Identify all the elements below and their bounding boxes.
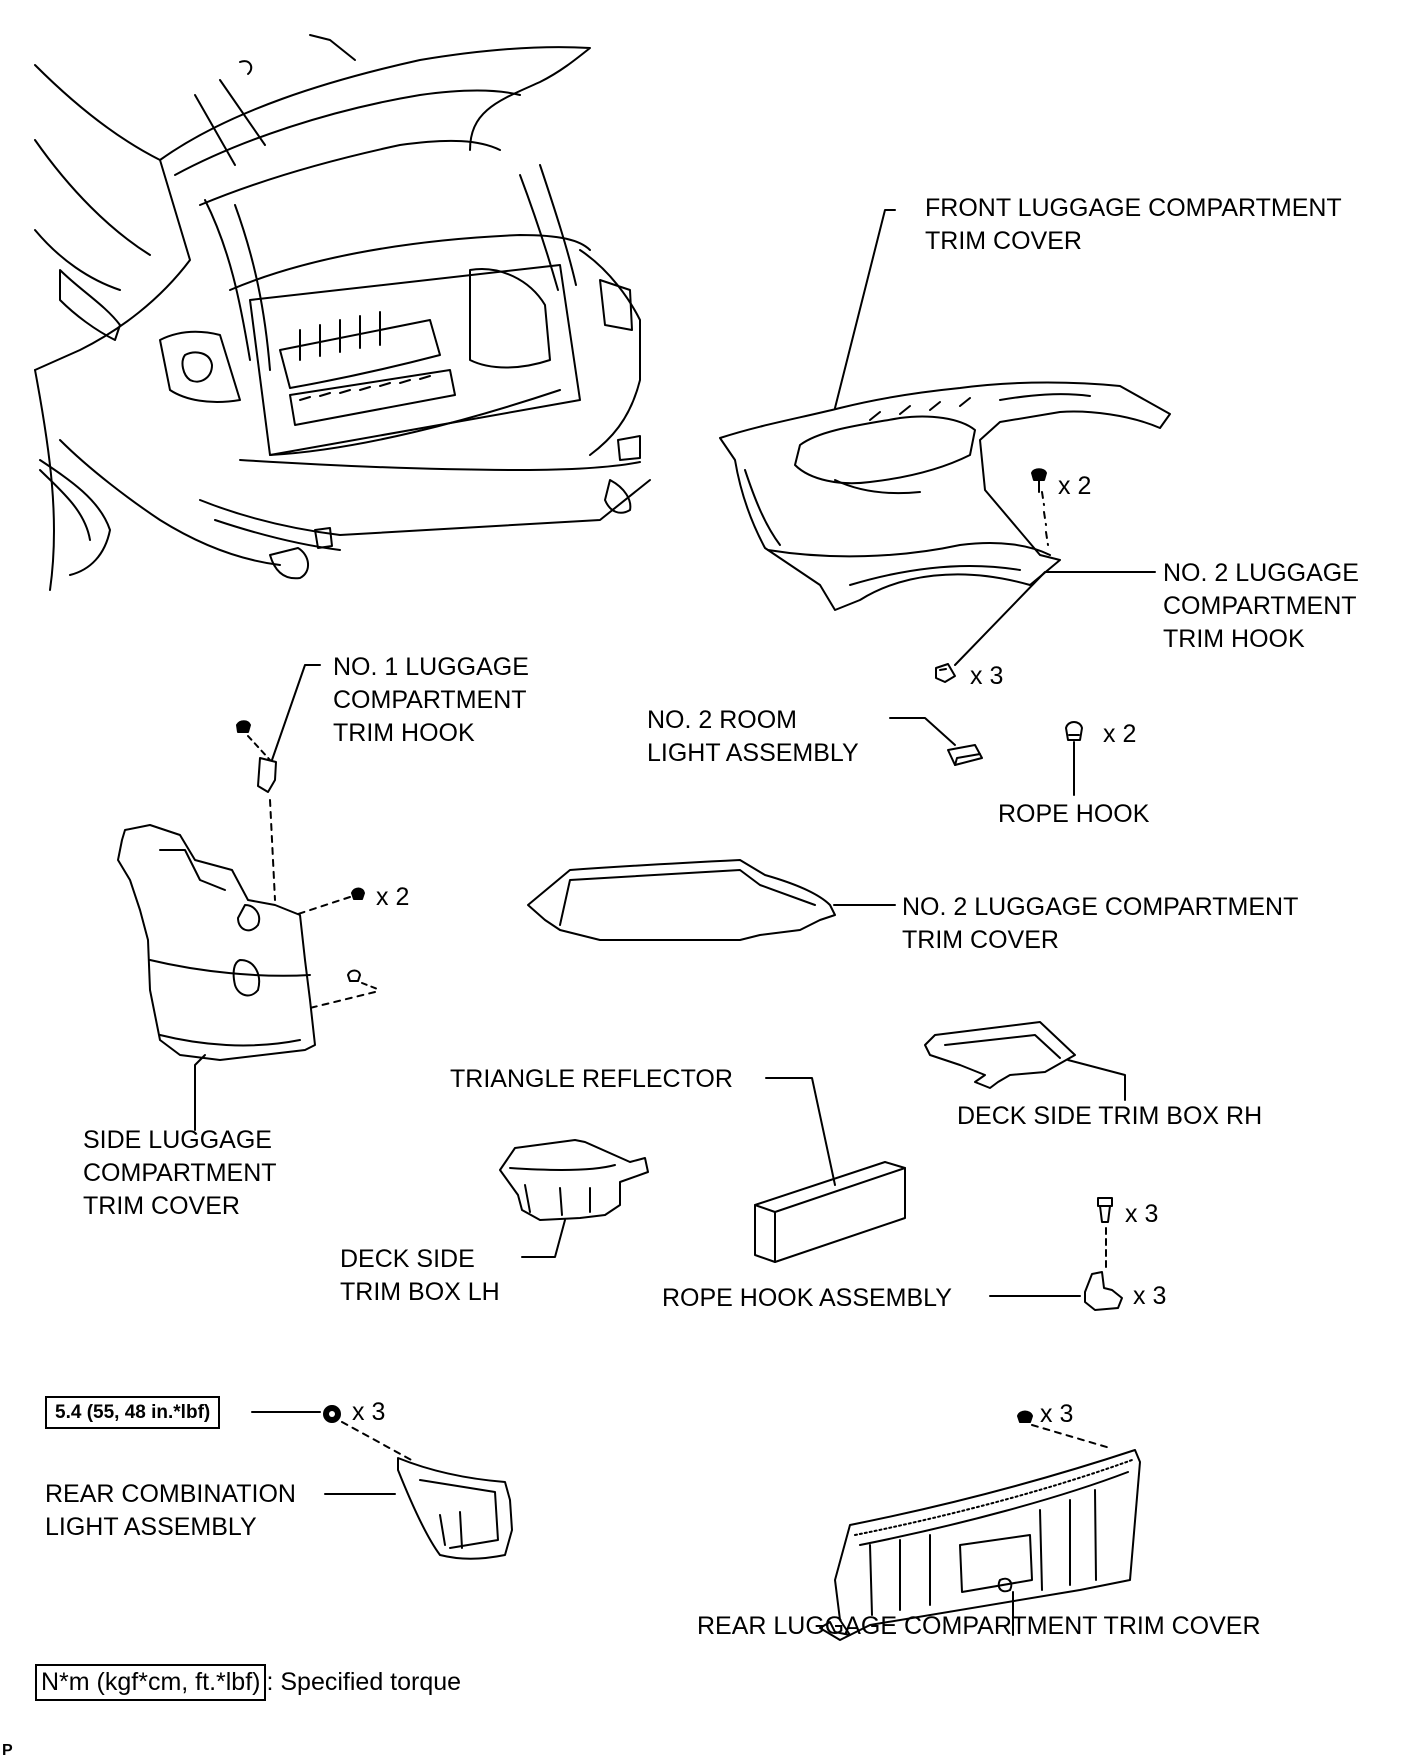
label-no2-room-light: NO. 2 ROOM LIGHT ASSEMBLY (647, 706, 859, 767)
rope-hook-assembly-part (1084, 1197, 1123, 1311)
front-cover-clip (1031, 468, 1049, 546)
side-trim-cover-part (117, 799, 316, 1061)
front-trim-cover-part (719, 381, 1171, 611)
label-side-clip-qty: x 2 (376, 883, 410, 911)
leader-deck-lh (521, 1219, 566, 1258)
leader-no1-hook (271, 664, 321, 761)
car-rear-illustration (34, 34, 651, 591)
rear-light-nut (323, 1405, 416, 1463)
label-rear-trim-clip-qty: x 3 (1040, 1400, 1074, 1428)
label-deck-box-rh: DECK SIDE TRIM BOX RH (957, 1102, 1263, 1130)
side-cover-clips (294, 887, 381, 1009)
torque-spec-box: 5.4 (55, 48 in.*lbf) (45, 1396, 221, 1429)
torque-legend: N*m (kgf*cm, ft.*lbf) : Specified torque (35, 1664, 461, 1701)
room-light-part (947, 744, 983, 766)
leader-front-cover (834, 209, 896, 409)
label-no2-hook: NO. 2 LUGGAGE COMPARTMENT TRIM HOOK (1163, 559, 1359, 653)
label-rope-hook: ROPE HOOK (998, 800, 1150, 828)
label-side-trim-cover: SIDE LUGGAGE COMPARTMENT TRIM COVER (83, 1126, 277, 1220)
label-no1-hook: NO. 1 LUGGAGE COMPARTMENT TRIM HOOK (333, 653, 529, 747)
label-front-cover-qty: x 2 (1058, 472, 1092, 500)
label-front-trim-cover: FRONT LUGGAGE COMPARTMENT TRIM COVER (925, 194, 1342, 255)
leader-deck-rh (1067, 1059, 1126, 1101)
page-tag: P (2, 1742, 13, 1759)
label-rear-combination-light: REAR COMBINATION LIGHT ASSEMBLY (45, 1480, 296, 1541)
no2-trim-cover-part (527, 859, 836, 941)
deck-box-lh-part (499, 1139, 649, 1221)
leader-side-cover (194, 1054, 206, 1131)
no1-hook-part (236, 720, 277, 793)
no2-hook-part (935, 663, 956, 683)
label-no2-hook-qty: x 3 (970, 662, 1004, 690)
rear-trim-cover-part (819, 1449, 1141, 1641)
rope-hook-part (1065, 721, 1083, 741)
label-no2-trim-cover: NO. 2 LUGGAGE COMPARTMENT TRIM COVER (902, 893, 1299, 954)
leader-room-light (889, 717, 956, 746)
triangle-reflector-part (754, 1161, 906, 1263)
legend-text: : Specified torque (266, 1668, 462, 1696)
label-rope-assy-bolt-qty: x 3 (1125, 1200, 1159, 1228)
leader-triangle-reflector (765, 1077, 836, 1186)
label-rope-hook-qty: x 2 (1103, 720, 1137, 748)
label-rope-assy-qty: x 3 (1133, 1282, 1167, 1310)
label-rope-hook-assembly: ROPE HOOK ASSEMBLY (662, 1284, 952, 1312)
deck-box-rh-part (924, 1021, 1076, 1089)
rear-trim-cover-clip (1017, 1410, 1111, 1449)
label-deck-box-lh: DECK SIDE TRIM BOX LH (340, 1245, 500, 1306)
rear-combination-light-part (397, 1457, 513, 1560)
label-rear-light-nut-qty: x 3 (352, 1398, 386, 1426)
leader-no2-hook (954, 571, 1156, 666)
legend-units-box: N*m (kgf*cm, ft.*lbf) (35, 1664, 267, 1701)
label-rear-trim-cover: REAR LUGGAGE COMPARTMENT TRIM COVER (697, 1612, 1261, 1640)
label-triangle-reflector: TRIANGLE REFLECTOR (450, 1065, 733, 1093)
